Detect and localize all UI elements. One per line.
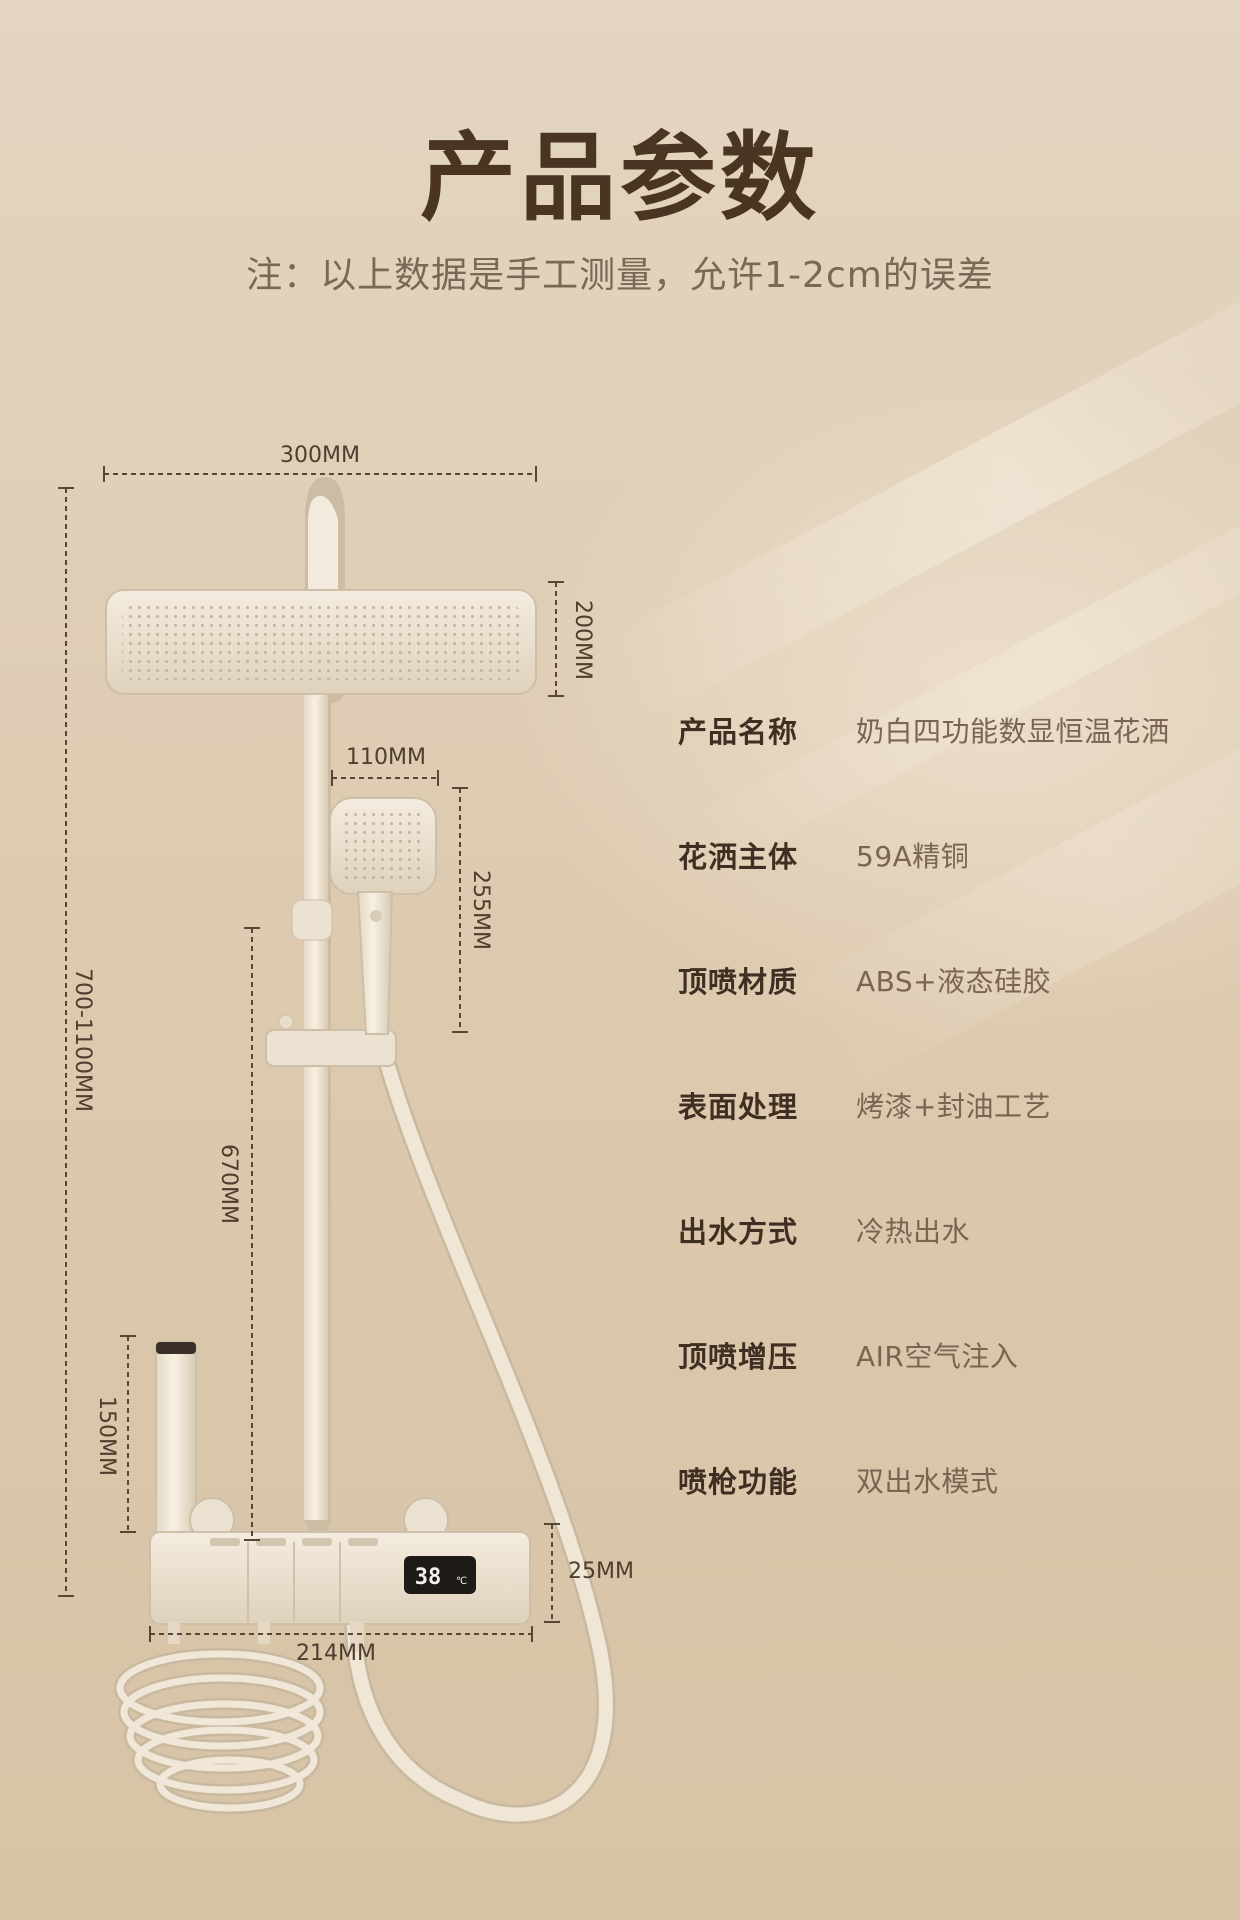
slider-bracket	[265, 1029, 397, 1067]
dim-handheld-width: 110MM	[346, 745, 426, 770]
handheld-nozzle-grid	[340, 808, 426, 884]
dim-spout-height: 150MM	[94, 1396, 119, 1476]
spec-value: 59A精铜	[856, 840, 970, 873]
spec-row: 出水方式 冷热出水	[678, 1205, 970, 1255]
spec-label: 顶喷增压	[678, 1340, 799, 1374]
spec-label: 顶喷材质	[678, 965, 799, 999]
dim-body-width: 214MM	[296, 1641, 376, 1666]
spout-tube	[155, 1341, 197, 1543]
temperature-display	[404, 1556, 476, 1594]
spec-value: 烤漆+封油工艺	[856, 1090, 1051, 1123]
spec-value: 奶白四功能数显恒温花洒	[856, 715, 1170, 748]
handheld-holder	[291, 899, 333, 941]
spec-label: 产品名称	[678, 715, 799, 749]
spec-row: 顶喷材质 ABS+液态硅胶	[678, 955, 1051, 1005]
temperature-unit: ℃	[456, 1576, 467, 1587]
measurement-note: 注：以上数据是手工测量，允许1-2cm的误差	[246, 255, 994, 296]
dim-overall-height: 700-1100MM	[70, 968, 95, 1112]
riser-pipe-body	[304, 690, 328, 1520]
overhead-nozzle-grid	[122, 604, 520, 680]
spec-label: 花洒主体	[678, 840, 799, 874]
spec-row: 顶喷增压 AIR空气注入	[678, 1330, 1018, 1380]
dim-rail-height: 670MM	[216, 1144, 241, 1224]
spec-row: 表面处理 烤漆+封油工艺	[678, 1080, 1051, 1130]
shower-hose	[344, 1020, 616, 1824]
spec-value: 冷热出水	[856, 1215, 971, 1248]
function-button-4	[348, 1538, 378, 1546]
dim-top-width: 300MM	[280, 443, 360, 468]
spec-value: ABS+液态硅胶	[856, 965, 1052, 998]
spec-label: 喷枪功能	[678, 1465, 799, 1499]
page-title: 产品参数	[420, 122, 820, 234]
spec-label: 表面处理	[678, 1090, 799, 1124]
spec-value: 双出水模式	[856, 1465, 999, 1498]
dim-body-height: 25MM	[568, 1559, 634, 1584]
function-button-1	[210, 1538, 240, 1546]
spec-row: 花洒主体 59A精铜	[678, 830, 969, 880]
dim-handheld-height: 255MM	[468, 870, 493, 950]
function-button-2	[256, 1538, 286, 1546]
spec-row: 喷枪功能 双出水模式	[678, 1455, 999, 1505]
spec-row: 产品名称 奶白四功能数显恒温花洒	[678, 705, 1170, 755]
handheld-handle	[356, 891, 394, 1035]
dim-head-height: 200MM	[570, 600, 595, 680]
temperature-reading: 38	[415, 1565, 442, 1590]
function-button-3	[302, 1538, 332, 1546]
spec-value: AIR空气注入	[856, 1340, 1019, 1373]
spec-label: 出水方式	[678, 1215, 799, 1249]
